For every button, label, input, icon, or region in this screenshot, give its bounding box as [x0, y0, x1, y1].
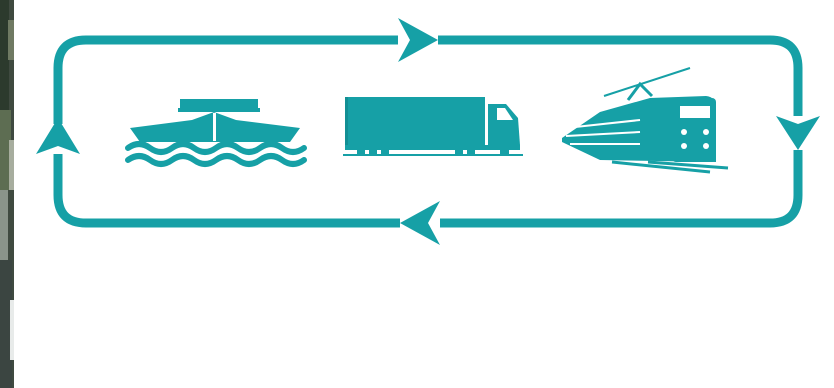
arrow-up-icon — [36, 118, 80, 154]
loop-right-lower — [440, 150, 798, 223]
truck-icon — [343, 97, 523, 156]
arrow-right-icon — [398, 18, 438, 62]
train-icon — [562, 68, 728, 172]
arrow-down-icon — [776, 116, 820, 150]
arrow-left-icon — [400, 201, 440, 245]
ship-icon — [128, 99, 304, 164]
loop-bottom-left — [58, 154, 400, 223]
